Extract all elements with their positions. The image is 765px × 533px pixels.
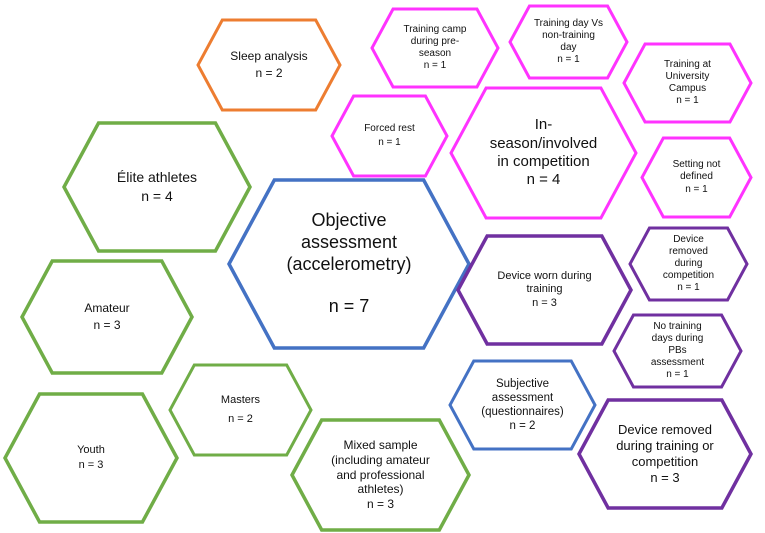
sleep-analysis-hexagon: [196, 18, 342, 112]
device-removed-training-competition-title: Device removed during training or compet…: [616, 422, 714, 469]
in-season-count: n = 4: [526, 171, 561, 189]
subjective-assessment-label: Subjective assessment (questionnaires) n …: [463, 361, 582, 449]
device-removed-training-competition-count: n = 3: [650, 469, 680, 485]
objective-assessment-count: n = 7: [328, 295, 370, 316]
masters-count: n = 2: [228, 413, 253, 425]
university-campus-title: Training at University Campus: [664, 58, 711, 94]
university-campus-hexagon: [622, 42, 753, 124]
objective-assessment-label: Objective assessment (accelerometry) n = …: [254, 180, 444, 348]
forced-rest-title: Forced rest: [364, 122, 415, 134]
elite-athletes-hexagon: [62, 121, 252, 253]
forced-rest-label: Forced rest n = 1: [344, 96, 435, 176]
amateur-title: Amateur: [84, 301, 130, 316]
setting-not-defined-count: n = 1: [685, 183, 708, 195]
amateur-label: Amateur n = 3: [39, 261, 176, 373]
device-removed-competition-title: Device removed during competition: [662, 233, 715, 282]
masters-label: Masters n = 2: [183, 365, 297, 455]
training-day-vs-hexagon: [508, 4, 629, 80]
device-removed-training-competition-hexagon: [577, 398, 753, 510]
forced-rest-hexagon: [330, 94, 449, 178]
subjective-assessment-title: Subjective assessment (questionnaires): [481, 377, 564, 418]
forced-rest-count: n = 1: [378, 137, 401, 148]
device-worn-training-title: Device worn during training: [497, 269, 592, 296]
amateur-hexagon: [20, 259, 194, 375]
objective-assessment-hexagon: [227, 178, 471, 350]
university-campus-count: n = 1: [676, 95, 699, 107]
objective-assessment-title: Objective assessment (accelerometry): [286, 210, 412, 274]
sleep-analysis-label: Sleep analysis n = 2: [211, 20, 326, 110]
mixed-sample-hexagon: [290, 418, 471, 532]
no-training-days-count: n = 1: [666, 369, 689, 381]
setting-not-defined-hexagon: [640, 136, 753, 219]
elite-athletes-count: n = 4: [141, 188, 173, 204]
elite-athletes-label: Élite athletes n = 4: [83, 123, 231, 251]
mixed-sample-count: n = 3: [366, 496, 394, 511]
device-removed-training-competition-label: Device removed during training or compet…: [595, 400, 735, 508]
training-camp-hexagon: [370, 7, 500, 89]
device-removed-competition-hexagon: [628, 226, 749, 302]
amateur-count: n = 3: [93, 318, 121, 332]
masters-title: Masters: [220, 393, 261, 406]
masters-hexagon: [168, 363, 313, 457]
training-day-vs-count: n = 1: [557, 54, 580, 66]
no-training-days-title: No training days during PBs assessment: [650, 320, 705, 369]
no-training-days-hexagon: [612, 313, 743, 389]
in-season-hexagon: [449, 86, 638, 220]
youth-title: Youth: [77, 443, 105, 456]
youth-label: Youth n = 3: [24, 394, 158, 522]
training-camp-count: n = 1: [423, 60, 447, 72]
youth-hexagon: [3, 392, 179, 524]
youth-count: n = 3: [78, 459, 104, 471]
subjective-assessment-hexagon: [448, 359, 597, 451]
subjective-assessment-count: n = 2: [509, 420, 536, 433]
device-worn-training-hexagon: [456, 234, 633, 346]
training-day-vs-title: Training day Vs non-training day: [533, 17, 604, 53]
device-removed-competition-count: n = 1: [677, 282, 700, 294]
mixed-sample-label: Mixed sample (including amateur and prof…: [308, 420, 452, 530]
sleep-analysis-title: Sleep analysis: [230, 49, 308, 64]
sleep-analysis-count: n = 2: [255, 66, 283, 80]
elite-athletes-title: Élite athletes: [116, 168, 198, 185]
setting-not-defined-title: Setting not defined: [672, 159, 721, 183]
in-season-title: In- season/involved in competition: [489, 116, 598, 170]
mixed-sample-title: Mixed sample (including amateur and prof…: [331, 438, 430, 497]
device-worn-training-count: n = 3: [532, 296, 557, 309]
training-camp-title: Training camp during pre- season: [403, 23, 467, 59]
